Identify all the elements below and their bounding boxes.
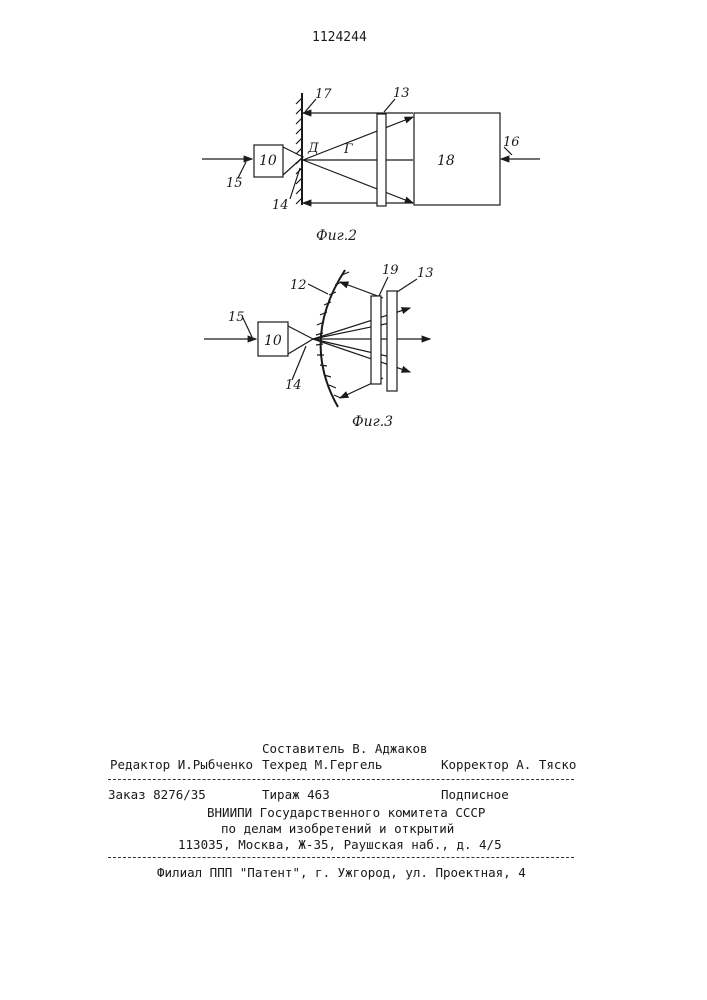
fig2-label-17: 17 (315, 87, 332, 102)
org-line-2: по делам изобретений и открытий (221, 822, 454, 836)
techred-line: Техред М.Гергель (262, 758, 382, 772)
fig3-label-10: 10 (264, 333, 282, 349)
fig3-label-12: 12 (290, 278, 307, 293)
fig2-label-13: 13 (393, 86, 410, 101)
corrector-line: Корректор А. Тяско (441, 758, 576, 772)
fig2-label-16: 16 (503, 135, 520, 150)
fig2-label-10: 10 (259, 153, 277, 169)
fig3-label-14: 14 (285, 378, 302, 393)
editor-line: Редактор И.Рыбченко (110, 758, 253, 772)
fig2-caption: Фиг.2 (316, 228, 357, 244)
branch-line: Филиал ППП "Патент", г. Ужгород, ул. Про… (157, 866, 526, 880)
figure-3-diagram: 10 12 19 13 15 14 Фиг.3 (0, 260, 707, 430)
figure-2-diagram: 10 17 13 16 18 Д Г 15 14 Фиг.2 (0, 0, 707, 260)
circulation-line: Тираж 463 (262, 788, 330, 802)
address-line: 113035, Москва, Ж-35, Раушская наб., д. … (178, 838, 502, 852)
order-line: Заказ 8276/35 (108, 788, 206, 802)
subscription-line: Подписное (441, 788, 509, 802)
divider-2 (108, 857, 574, 858)
fig3-label-13: 13 (417, 266, 434, 281)
org-line-1: ВНИИПИ Государственного комитета СССР (207, 806, 485, 820)
compiler-line: Составитель В. Аджаков (262, 742, 428, 756)
fig3-label-15: 15 (228, 310, 245, 325)
fig2-label-D: Д (307, 141, 319, 156)
divider-1 (108, 779, 574, 780)
fig3-label-19: 19 (382, 263, 399, 278)
fig2-label-14: 14 (272, 198, 289, 213)
fig3-caption: Фиг.3 (352, 414, 393, 430)
fig2-label-G: Г (343, 142, 353, 157)
fig2-label-15: 15 (226, 176, 243, 191)
fig2-label-18: 18 (437, 153, 455, 169)
